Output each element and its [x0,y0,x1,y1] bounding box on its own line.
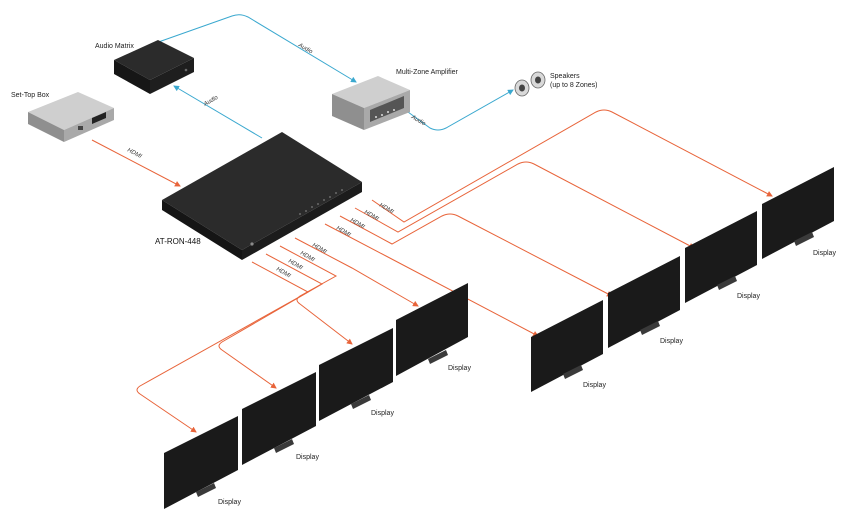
switcher-label: AT-RON-448 [155,237,201,246]
audio-wire-matrix-to-amp [149,14,357,83]
display-screen [164,416,238,509]
speakers-label: Speakers [550,73,580,80]
hdmi-wire-output [324,223,539,337]
display-screen [685,211,757,303]
audio-wire-switcher-to-matrix [173,85,263,139]
display-screen [608,256,680,348]
display-label: Display [737,293,760,300]
audio-wire-label: Audio [409,114,427,128]
hdmi-wire-label: HDMI [335,226,352,239]
audio-matrix-device [114,40,194,94]
audio-wire-amp-to-speakers [407,89,514,131]
hdmi-wire-output [354,161,695,249]
hdmi-wire-label: HDMI [311,243,328,256]
display-label: Display [660,338,683,345]
hdmi-wire-output [294,237,419,307]
display-label: Display [813,250,836,257]
switcher-device [162,132,362,260]
hdmi-wire-label: HDMI [126,147,143,160]
hdmi-wire-label: HDMI [378,203,395,216]
display-screen [531,300,603,392]
hdmi-wire-output [136,261,310,433]
set-top-box-device [28,92,114,142]
audio-wires: Audio Audio Audio [149,14,514,139]
audio-wire-label: Audio [202,95,220,109]
display-label: Display [218,499,241,506]
audio-matrix-label: Audio Matrix [95,43,134,50]
hdmi-wire-output [218,253,324,389]
display-screen [762,167,834,259]
amplifier-device [332,76,410,130]
hdmi-wire-label: HDMI [349,218,366,231]
hdmi-wire-label: HDMI [363,210,380,223]
amplifier-label: Multi-Zone Amplifier [396,69,459,76]
hdmi-wire-label: HDMI [299,251,316,264]
display-label: Display [371,410,394,417]
audio-wire-label: Audio [296,42,314,56]
display-label: Display [583,382,606,389]
display-label: Display [448,365,471,372]
speakers-device [514,71,546,97]
display-screen [396,283,468,376]
display-screen [242,372,316,465]
set-top-box-label: Set-Top Box [11,92,50,99]
hdmi-wire-label: HDMI [275,267,292,280]
hdmi-wire-output [339,213,613,297]
hdmi-wire-stb-to-switcher [91,139,181,187]
speakers-sublabel: (up to 8 Zones) [550,82,597,89]
display-screen [319,328,393,421]
display-label: Display [296,454,319,461]
hdmi-wire-output [371,109,773,223]
